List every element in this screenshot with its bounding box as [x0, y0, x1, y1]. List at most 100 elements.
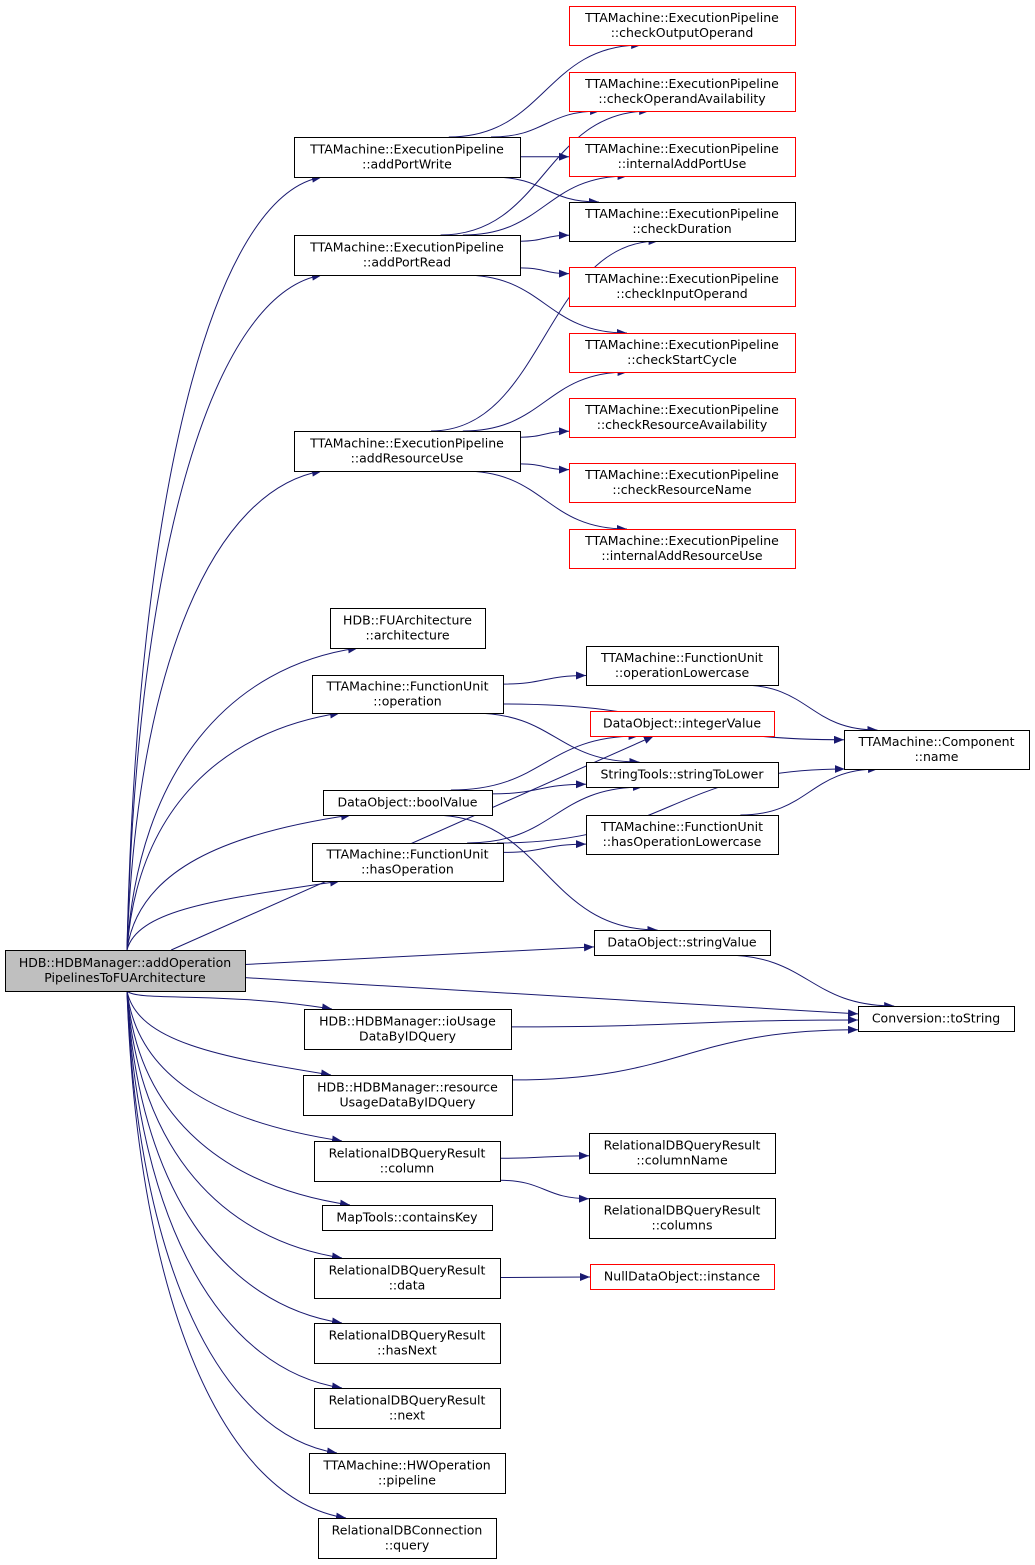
- node-box: [844, 730, 1030, 770]
- edge-root-to-hasNext: [126, 990, 343, 1326]
- node-integerValue[interactable]: DataObject::integerValue: [590, 711, 775, 737]
- node-label-line: ::checkResourceName: [612, 482, 752, 497]
- node-label-line: TTAMachine::ExecutionPipeline: [584, 10, 779, 25]
- edge-addResourceUse-to-checkResourceAvailability: [519, 427, 570, 438]
- node-addPortWrite[interactable]: TTAMachine::ExecutionPipeline::addPortWr…: [294, 137, 521, 178]
- node-pipeline[interactable]: TTAMachine::HWOperation::pipeline: [309, 1453, 506, 1494]
- node-label-line: ::checkOutputOperand: [611, 25, 754, 40]
- node-box: [586, 646, 779, 686]
- node-label-line: ::internalAddPortUse: [618, 156, 747, 171]
- node-column[interactable]: RelationalDBQueryResult::column: [314, 1141, 501, 1182]
- edge-addPortWrite-to-checkDuration: [492, 176, 599, 206]
- node-box: [314, 1388, 501, 1429]
- node-nullInstance[interactable]: NullDataObject::instance: [590, 1264, 775, 1290]
- edge-column-to-columns: [499, 1179, 590, 1203]
- edge-root-to-next: [126, 990, 343, 1391]
- node-label-line: TTAMachine::ExecutionPipeline: [309, 436, 504, 451]
- node-data[interactable]: RelationalDBQueryResult::data: [314, 1258, 501, 1299]
- edge-resourceUsage-to-toString: [511, 1025, 859, 1081]
- node-architecture[interactable]: HDB::FUArchitecture::architecture: [330, 608, 486, 649]
- node-checkDuration[interactable]: TTAMachine::ExecutionPipeline::checkDura…: [569, 202, 796, 242]
- node-label-line: DataObject::boolValue: [337, 795, 477, 810]
- node-hasOperationLowercase[interactable]: TTAMachine::FunctionUnit::hasOperationLo…: [586, 815, 779, 855]
- node-label-line: ::pipeline: [378, 1473, 436, 1488]
- node-box: [569, 202, 796, 242]
- node-addResourceUse[interactable]: TTAMachine::ExecutionPipeline::addResour…: [294, 431, 521, 472]
- node-label-line: ::columnName: [636, 1153, 728, 1168]
- node-label-line: UsageDataByIDQuery: [339, 1095, 476, 1110]
- node-checkStartCycle[interactable]: TTAMachine::ExecutionPipeline::checkStar…: [569, 333, 796, 373]
- node-checkResourceName[interactable]: TTAMachine::ExecutionPipeline::checkReso…: [569, 463, 796, 503]
- node-label-line: TTAMachine::FunctionUnit: [326, 847, 489, 862]
- node-box: [314, 1141, 501, 1182]
- node-box: [323, 790, 493, 816]
- node-label-line: TTAMachine::ExecutionPipeline: [309, 142, 504, 157]
- node-label-line: HDB::HDBManager::ioUsage: [319, 1014, 496, 1029]
- node-label-line: ::addResourceUse: [351, 451, 464, 466]
- node-box: [589, 1133, 776, 1174]
- edge-hasOperation-to-componentName: [496, 765, 845, 844]
- node-label-line: RelationalDBQueryResult: [329, 1328, 486, 1343]
- node-box: [586, 762, 779, 788]
- node-label-line: ::data: [389, 1278, 426, 1293]
- node-label-line: RelationalDBQueryResult: [329, 1263, 486, 1278]
- node-checkInputOperand[interactable]: TTAMachine::ExecutionPipeline::checkInpu…: [569, 267, 796, 307]
- node-stringToLower[interactable]: StringTools::stringToLower: [586, 762, 779, 788]
- node-addPortRead[interactable]: TTAMachine::ExecutionPipeline::addPortRe…: [294, 235, 521, 276]
- node-hasOperation[interactable]: TTAMachine::FunctionUnit::hasOperation: [312, 843, 504, 882]
- node-next[interactable]: RelationalDBQueryResult::next: [314, 1388, 501, 1429]
- node-box: [590, 711, 775, 737]
- node-label-line: TTAMachine::ExecutionPipeline: [309, 240, 504, 255]
- node-hasNext[interactable]: RelationalDBQueryResult::hasNext: [314, 1323, 501, 1364]
- edge-operationLowercase-to-componentName: [741, 684, 878, 734]
- node-box: [312, 675, 504, 714]
- edges-layer: [126, 41, 895, 1521]
- edge-root-to-addPortWrite: [126, 174, 323, 951]
- node-stringValue[interactable]: DataObject::stringValue: [594, 930, 771, 956]
- node-internalAddPortUse[interactable]: TTAMachine::ExecutionPipeline::internalA…: [569, 137, 796, 177]
- edge-addResourceUse-to-checkDuration: [430, 237, 659, 432]
- node-componentName[interactable]: TTAMachine::Component::name: [844, 730, 1030, 770]
- edge-ioUsage-to-toString: [510, 1016, 859, 1028]
- node-label-line: RelationalDBQueryResult: [604, 1203, 761, 1218]
- node-box: [294, 137, 521, 178]
- node-label-line: RelationalDBQueryResult: [329, 1393, 486, 1408]
- node-label-line: RelationalDBQueryResult: [604, 1138, 761, 1153]
- edge-root-to-addResourceUse: [126, 468, 323, 951]
- node-label-line: Conversion::toString: [872, 1011, 1000, 1026]
- node-operation[interactable]: TTAMachine::FunctionUnit::operation: [312, 675, 504, 714]
- node-columns[interactable]: RelationalDBQueryResult::columns: [589, 1198, 776, 1239]
- node-box: [569, 529, 796, 569]
- node-checkOutputOperand[interactable]: TTAMachine::ExecutionPipeline::checkOutp…: [569, 6, 796, 46]
- node-internalAddResourceUse[interactable]: TTAMachine::ExecutionPipeline::internalA…: [569, 529, 796, 569]
- node-containsKey[interactable]: MapTools::containsKey: [322, 1205, 493, 1231]
- node-root[interactable]: HDB::HDBManager::addOperationPipelinesTo…: [5, 950, 246, 992]
- edge-root-to-boolValue: [126, 812, 352, 951]
- node-operationLowercase[interactable]: TTAMachine::FunctionUnit::operationLower…: [586, 646, 779, 686]
- node-box: [5, 950, 246, 992]
- edge-root-to-data: [126, 990, 343, 1261]
- node-label-line: ::checkDuration: [632, 221, 731, 236]
- node-toString[interactable]: Conversion::toString: [858, 1006, 1015, 1032]
- node-box: [858, 1006, 1015, 1032]
- node-label-line: TTAMachine::ExecutionPipeline: [584, 141, 779, 156]
- node-box: [586, 815, 779, 855]
- node-label-line: TTAMachine::Component: [858, 734, 1015, 749]
- node-resourceUsage[interactable]: HDB::HDBManager::resourceUsageDataByIDQu…: [303, 1075, 513, 1116]
- node-boolValue[interactable]: DataObject::boolValue: [323, 790, 493, 816]
- node-label-line: RelationalDBQueryResult: [329, 1146, 486, 1161]
- node-columnName[interactable]: RelationalDBQueryResult::columnName: [589, 1133, 776, 1174]
- node-box: [318, 1518, 497, 1559]
- node-checkOperandAvailability[interactable]: TTAMachine::ExecutionPipeline::checkOper…: [569, 72, 796, 112]
- edge-root-to-toString: [244, 977, 859, 1018]
- node-box: [314, 1323, 501, 1364]
- node-box: [294, 235, 521, 276]
- edge-addPortRead-to-checkOperandAvailability: [440, 107, 650, 236]
- node-query[interactable]: RelationalDBConnection::query: [318, 1518, 497, 1559]
- node-label-line: RelationalDBConnection: [332, 1523, 483, 1538]
- node-checkResourceAvailability[interactable]: TTAMachine::ExecutionPipeline::checkReso…: [569, 398, 796, 438]
- node-box: [294, 431, 521, 472]
- node-box: [303, 1075, 513, 1116]
- node-label-line: MapTools::containsKey: [336, 1210, 478, 1225]
